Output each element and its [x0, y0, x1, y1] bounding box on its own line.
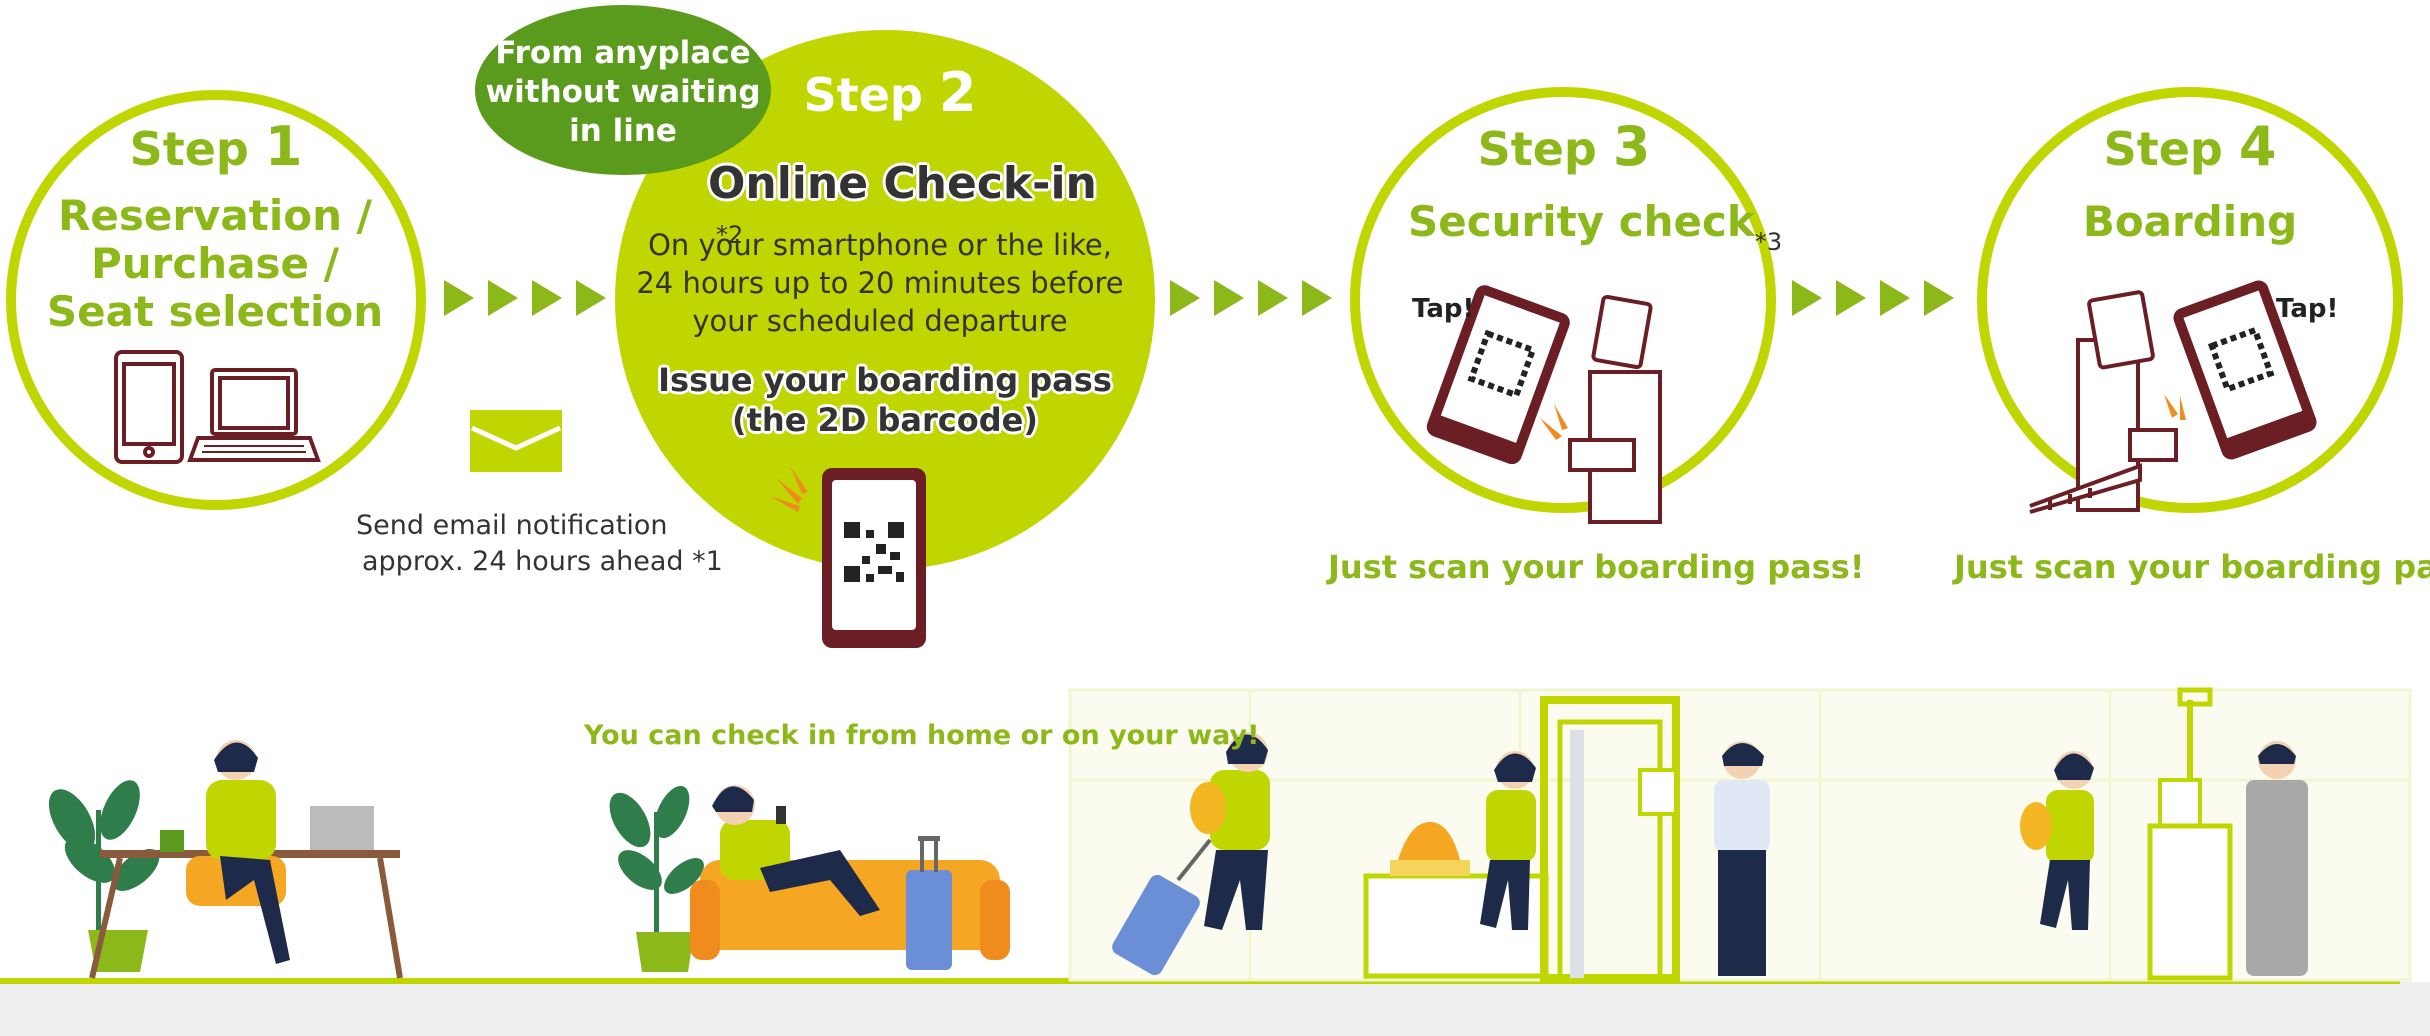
- plant-icon: [48, 780, 160, 930]
- step4-phone-icon: [2173, 280, 2317, 460]
- tablet-icon: [114, 350, 184, 464]
- email-note-line: Send email notification: [356, 510, 668, 541]
- step1-circle: [6, 90, 426, 510]
- step3-heading: Security check: [1408, 197, 1755, 246]
- floor-band: [0, 982, 2430, 1036]
- step2-circle: [615, 30, 1155, 570]
- home-caption: You can check in from home or on your wa…: [584, 720, 1260, 751]
- step3-heading-wrap: Security check*3: [1408, 197, 1782, 257]
- arrows-2-3: [1170, 280, 1332, 316]
- step2-footnote: *2: [716, 221, 744, 249]
- boarding-gate-icon: [2029, 290, 2178, 514]
- arrows-3-4: [1792, 280, 1954, 316]
- security-scene: [1363, 696, 1770, 982]
- step1-heading-line: Seat selection: [46, 287, 384, 336]
- step1-heading-line: Purchase /: [91, 239, 339, 288]
- step2-description: On your smartphone or the like, 24 hours…: [610, 226, 1150, 340]
- email-note: Send email notification approx. 24 hours…: [356, 508, 736, 580]
- step1-number: 1: [264, 115, 303, 178]
- desk-scene: [48, 740, 403, 979]
- laptop-shape: [310, 806, 374, 850]
- bubble-line: without waiting: [485, 74, 761, 110]
- step3-tap: Tap!: [1412, 294, 1475, 324]
- step2-number: 2: [938, 61, 977, 124]
- step3-footnote: *3: [1754, 228, 1783, 256]
- step3-title: Step 3: [1444, 120, 1684, 174]
- bubble-text: From anyplace without waiting in line: [480, 34, 766, 151]
- step1-heading: Reservation / Purchase / Seat selection: [40, 192, 390, 336]
- qr-phone-icon: [822, 468, 926, 648]
- boarding-scene: [2020, 687, 2308, 981]
- step2-heading: Online Check-in: [708, 158, 1097, 209]
- step2-label: Step: [803, 68, 923, 122]
- step1-label: Step: [129, 122, 249, 176]
- bubble-line: From anyplace: [495, 35, 751, 71]
- step2-issue: Issue your boarding pass (the 2D barcode…: [640, 360, 1130, 440]
- bubble-shape: [475, 5, 771, 175]
- envelope-icon: [470, 410, 562, 472]
- sparkle-icon-3: [1540, 404, 1568, 440]
- step3-number: 3: [1612, 115, 1651, 178]
- step1-heading-line: Reservation /: [58, 191, 372, 240]
- bubble-line: in line: [569, 113, 677, 149]
- step2-desc-line: your scheduled departure: [692, 304, 1068, 338]
- step4-heading: Boarding: [2082, 197, 2298, 246]
- step4-label: Step: [2103, 122, 2223, 176]
- sparkle-icon-4: [2164, 394, 2186, 420]
- person-body: [206, 780, 276, 860]
- step4-number: 4: [2238, 115, 2277, 178]
- step4-title: Step 4: [2070, 120, 2310, 174]
- step2-heading-wrap: Online Check-in *2: [708, 158, 1128, 249]
- step3-caption: Just scan your boarding pass!: [1328, 548, 1865, 586]
- arrows-1-2: [444, 280, 606, 316]
- walking-scene: [1112, 732, 1270, 976]
- step4-caption: Just scan your boarding pass!: [1954, 548, 2430, 586]
- laptop-icon: [187, 368, 321, 462]
- step1-title: Step 1: [96, 120, 336, 174]
- step3-label: Step: [1477, 122, 1597, 176]
- step2-title: Step 2: [780, 66, 1000, 120]
- step2-issue-line: (the 2D barcode): [732, 401, 1038, 439]
- step3-phone-icon: [1426, 285, 1570, 465]
- scanner-gate-icon: [1568, 294, 1662, 524]
- step2-desc-line: On your smartphone or the like,: [648, 228, 1112, 262]
- email-note-line: approx. 24 hours ahead *1: [362, 546, 723, 577]
- sparkle-icon: [770, 466, 808, 512]
- step2-issue-line: Issue your boarding pass: [658, 361, 1112, 399]
- step4-tap: Tap!: [2276, 294, 2339, 324]
- sofa-scene: [609, 785, 1010, 972]
- step2-desc-line: 24 hours up to 20 minutes before: [636, 266, 1124, 300]
